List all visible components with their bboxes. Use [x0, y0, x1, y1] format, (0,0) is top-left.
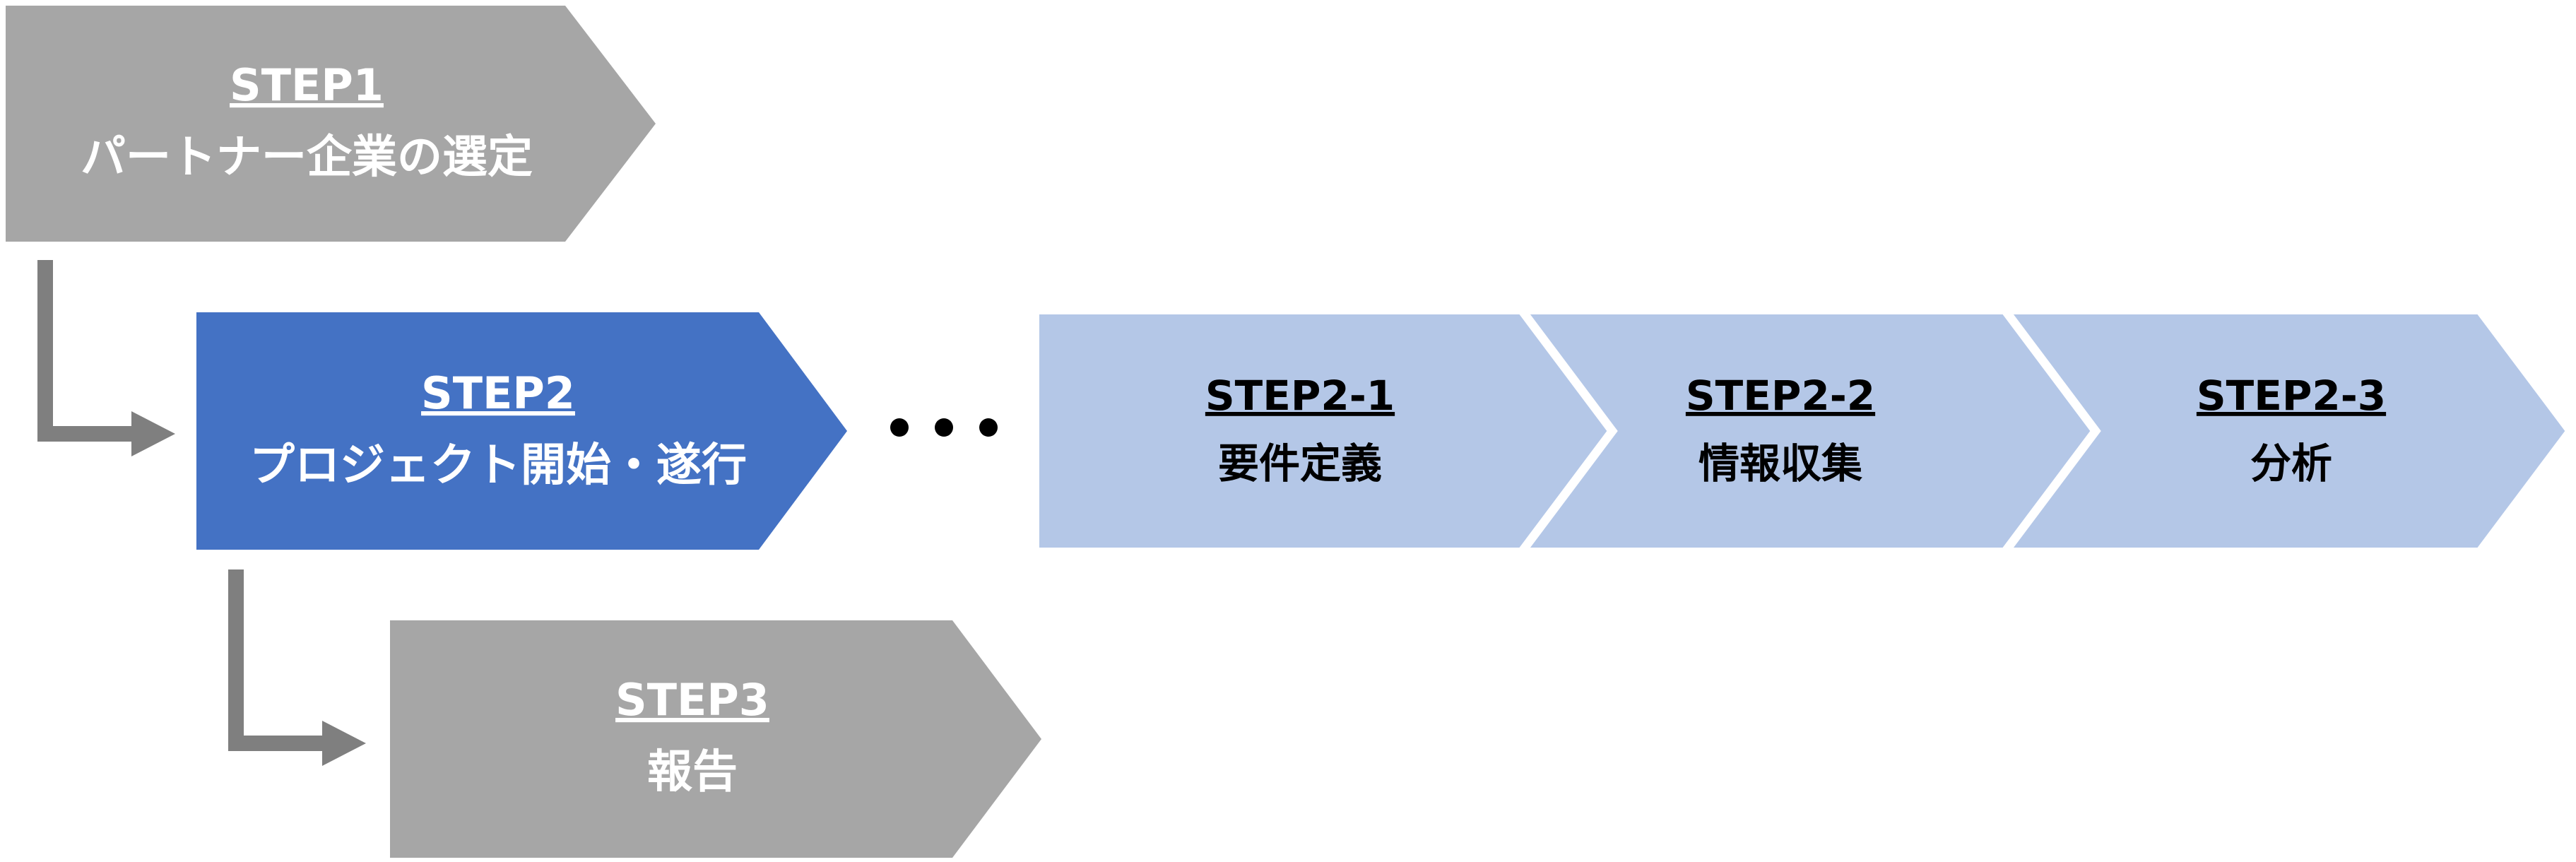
step3-subtitle: 報告: [647, 746, 738, 798]
step2-1-chevron: [1035, 310, 1612, 552]
step2-2-subtitle: 情報収集: [1698, 439, 1862, 488]
step2-title: STEP2: [421, 367, 575, 419]
step2-1-title: STEP2-1: [1205, 372, 1395, 420]
step3-title: STEP3: [615, 674, 769, 726]
step2-1-subtitle: 要件定義: [1218, 439, 1382, 488]
arrow-step2-to-step3: [228, 569, 366, 766]
step1-subtitle: パートナー企業の選定: [81, 131, 533, 184]
step2-1-shape: STEP2-1 要件定義: [1035, 310, 1612, 552]
step2-3-chevron: [2005, 310, 2570, 552]
ellipsis-dots: [890, 418, 998, 437]
step2-pentagon: [196, 312, 847, 550]
arrow-step1-to-step2: [37, 260, 175, 456]
ellipsis-dot: [935, 418, 953, 437]
step1-shape: STEP1 パートナー企業の選定: [6, 6, 656, 242]
step2-2-shape: STEP2-2 情報収集: [1522, 310, 2096, 552]
ellipsis-dot: [979, 418, 998, 437]
step2-3-subtitle: 分析: [2250, 439, 2332, 488]
arrow-step1-to-step2-line: [37, 260, 138, 442]
arrow-step2-to-step3-line: [228, 569, 331, 751]
step2-shape: STEP2 プロジェクト開始・遂行: [196, 312, 847, 550]
step3-pentagon: [390, 620, 1041, 858]
step2-2-chevron: [1522, 310, 2096, 552]
ellipsis-dot: [890, 418, 909, 437]
step2-3-shape: STEP2-3 分析: [2005, 310, 2570, 552]
step3-shape: STEP3 報告: [390, 620, 1041, 858]
step2-2-title: STEP2-2: [1686, 372, 1875, 420]
step1-pentagon: [6, 6, 656, 242]
arrow-step1-to-step2-head: [131, 411, 175, 456]
step2-3-title: STEP2-3: [2197, 372, 2386, 420]
step1-title: STEP1: [230, 59, 384, 111]
step2-subtitle: プロジェクト開始・遂行: [249, 439, 747, 492]
arrow-step2-to-step3-head: [322, 721, 366, 766]
